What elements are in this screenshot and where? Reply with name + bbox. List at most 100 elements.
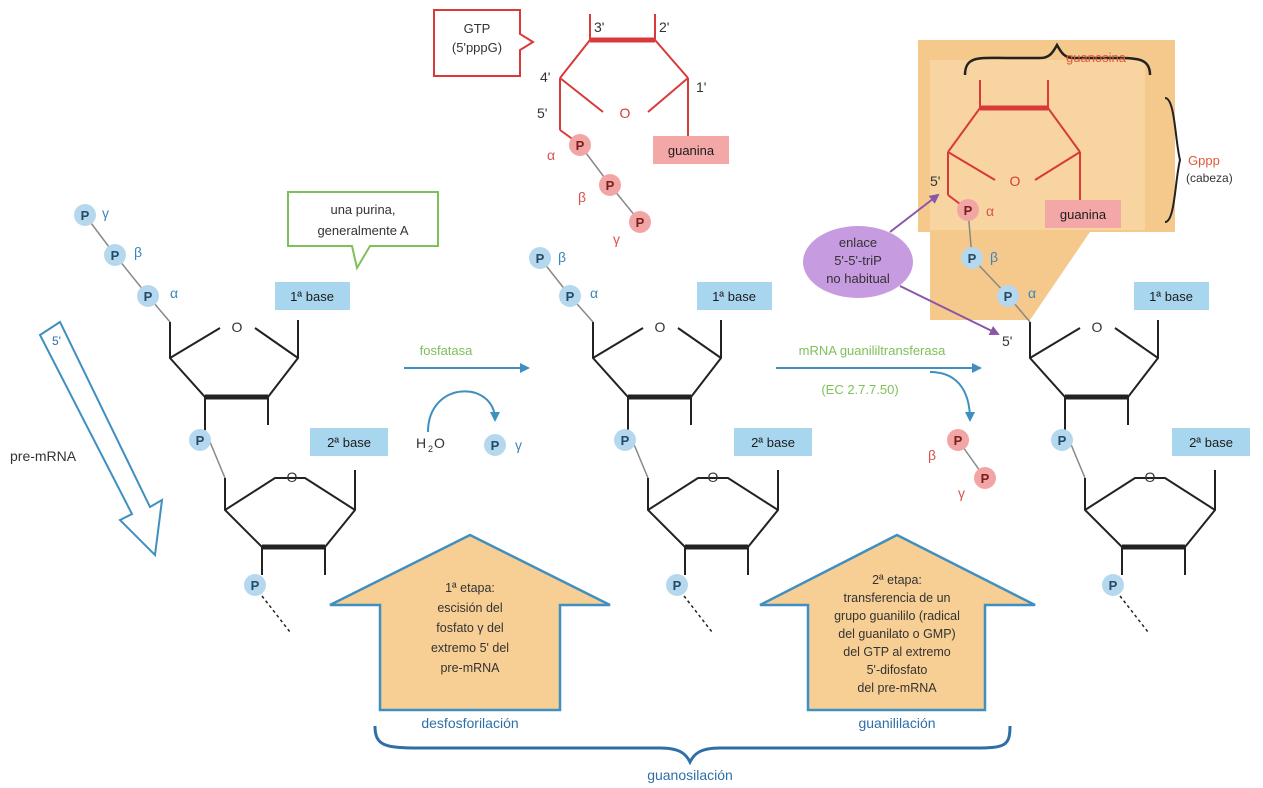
mid-base1-box [697, 282, 772, 310]
mid-p-beta-text: P [536, 251, 545, 266]
purine-callout-line1: una purina, [330, 202, 395, 217]
water-sub: 2 [428, 444, 433, 454]
left-base2-box [310, 428, 388, 456]
cap-beta-label: β [990, 249, 998, 265]
purine-callout-line2: generalmente A [317, 223, 408, 238]
gtp-phosphate-alpha [569, 134, 591, 156]
gppp-label: Gppp [1188, 153, 1220, 168]
gtp-p-alpha-text: P [576, 138, 585, 153]
gtp-p-gamma-text: P [636, 215, 645, 230]
cap-p-beta-text: P [968, 251, 977, 266]
cap-phosphate-beta [961, 247, 983, 269]
gtp-label: GTP [464, 21, 491, 36]
left-phosphate-alpha [137, 285, 159, 307]
mid-tail-dots [683, 595, 713, 633]
left-base1-label: 1ª base [290, 289, 334, 304]
cap-guanine-box [1045, 200, 1121, 228]
stage2-line1: 2ª etapa: [872, 573, 922, 587]
mid-tail-phosphate [666, 574, 688, 596]
bond-arrow-up [889, 193, 940, 233]
water-h: H [416, 435, 426, 451]
cap-label: (cabeza) [1186, 171, 1233, 185]
released-p-gamma-2-text: P [981, 471, 990, 486]
right-base2-label: 2ª base [1189, 435, 1233, 450]
mid-phosphate-alpha [559, 285, 581, 307]
bond-arrow-down [899, 285, 1000, 335]
capped-5prime-label: 5' [1002, 333, 1012, 349]
capping-brace [373, 725, 1012, 766]
released-phosphate-gamma [484, 434, 506, 456]
guanylylation-label: guanililación [858, 715, 935, 731]
released-beta-label: β [928, 447, 936, 463]
capping-label: guanosilación [647, 767, 733, 783]
pre-mrna-molecule: P P P γ β α O 1ª base P O 2ª base P una … [10, 191, 439, 633]
right-ribose-2-o: O [1145, 469, 1156, 485]
left-ribose-1-o: O [232, 319, 243, 335]
cap-brace [1164, 97, 1182, 223]
gtp-gamma-label: γ [613, 231, 620, 247]
cap-guanine-label: guanina [1060, 207, 1107, 222]
left-link-phosphate [189, 429, 211, 451]
phosphatase-step: fosfatasa H 2 O P γ [404, 343, 530, 456]
stage2-line5: del GTP al extremo [843, 645, 951, 659]
pre-mrna-5prime: 5' [52, 334, 61, 348]
cap-phosphate-alpha [957, 199, 979, 221]
cap-alpha-label: α [986, 203, 994, 219]
cap-phosphate-alpha-2 [997, 285, 1019, 307]
phosphatase-label: fosfatasa [420, 343, 474, 358]
right-link-p-text: P [1058, 433, 1067, 448]
gtp-ring-oxygen: O [620, 105, 631, 121]
left-tail-phosphate [244, 574, 266, 596]
stage2-arrow-shape [759, 533, 1036, 712]
guanylyltransferase-step: mRNA guanililtransferasa (EC 2.7.7.50) P… [776, 343, 996, 501]
stage1-arrow-shape [329, 533, 611, 712]
cap-c5-label: 5' [930, 173, 940, 189]
gtp-phosphate-gamma [629, 211, 651, 233]
mid-p-alpha-text: P [566, 289, 575, 304]
gtp-molecule: GTP (5'pppG) 3' 2' 4' 1' 5' O guanina P … [433, 9, 729, 247]
gtp-c5-label: 5' [537, 105, 547, 121]
stage1-line2: escisión del [437, 601, 502, 615]
cap-p-alpha-text: P [964, 203, 973, 218]
right-base1-label: 1ª base [1149, 289, 1193, 304]
gtp-phosphate-beta [599, 174, 621, 196]
transferase-curve-arrow [929, 371, 975, 422]
right-tail-phosphate [1102, 574, 1124, 596]
left-alpha-label: α [170, 285, 178, 301]
left-tail-dots [261, 595, 291, 633]
cap-ring-oxygen: O [1010, 173, 1021, 189]
stage2-line6: 5'-difosfato [867, 663, 928, 677]
released-phosphate-gamma-2 [974, 467, 996, 489]
released-p-beta-text: P [954, 433, 963, 448]
bond-callout-ellipse [803, 226, 913, 298]
bond-callout-line3: no habitual [826, 271, 890, 286]
left-phosphate-beta [104, 244, 126, 266]
left-p-alpha-text: P [144, 289, 153, 304]
released-p-gamma-text: P [491, 438, 500, 453]
transferase-label: mRNA guanililtransferasa [799, 343, 946, 358]
mid-ribose-2-o: O [708, 469, 719, 485]
right-base1-box [1134, 282, 1209, 310]
stage2-line2: transferencia de un [843, 591, 950, 605]
capped-mrna-molecule: guanosina Gppp (cabeza) O 5' guanina P P… [803, 40, 1250, 633]
cap-alpha2-label: α [1028, 285, 1036, 301]
left-link-p-text: P [196, 433, 205, 448]
guanosine-brace [963, 42, 1152, 76]
stage2-line7: del pre-mRNA [857, 681, 937, 695]
dephosphorylation-label: desfosforilación [421, 715, 518, 731]
released-gamma-2-label: γ [958, 485, 965, 501]
left-phosphate-gamma [74, 204, 96, 226]
mid-alpha-label: α [590, 285, 598, 301]
guanosine-label: guanosina [1066, 50, 1127, 65]
gtp-c3-label: 3' [594, 19, 604, 35]
gtp-c1-label: 1' [696, 79, 706, 95]
released-gamma-label: γ [515, 437, 522, 453]
mid-tail-p-text: P [673, 578, 682, 593]
gtp-p-beta-text: P [606, 178, 615, 193]
stage2-line4: del guanilato o GMP) [838, 627, 955, 641]
gtp-c2-label: 2' [659, 19, 669, 35]
water-o: O [434, 435, 445, 451]
gtp-callout [433, 9, 535, 77]
right-link-phosphate [1051, 429, 1073, 451]
